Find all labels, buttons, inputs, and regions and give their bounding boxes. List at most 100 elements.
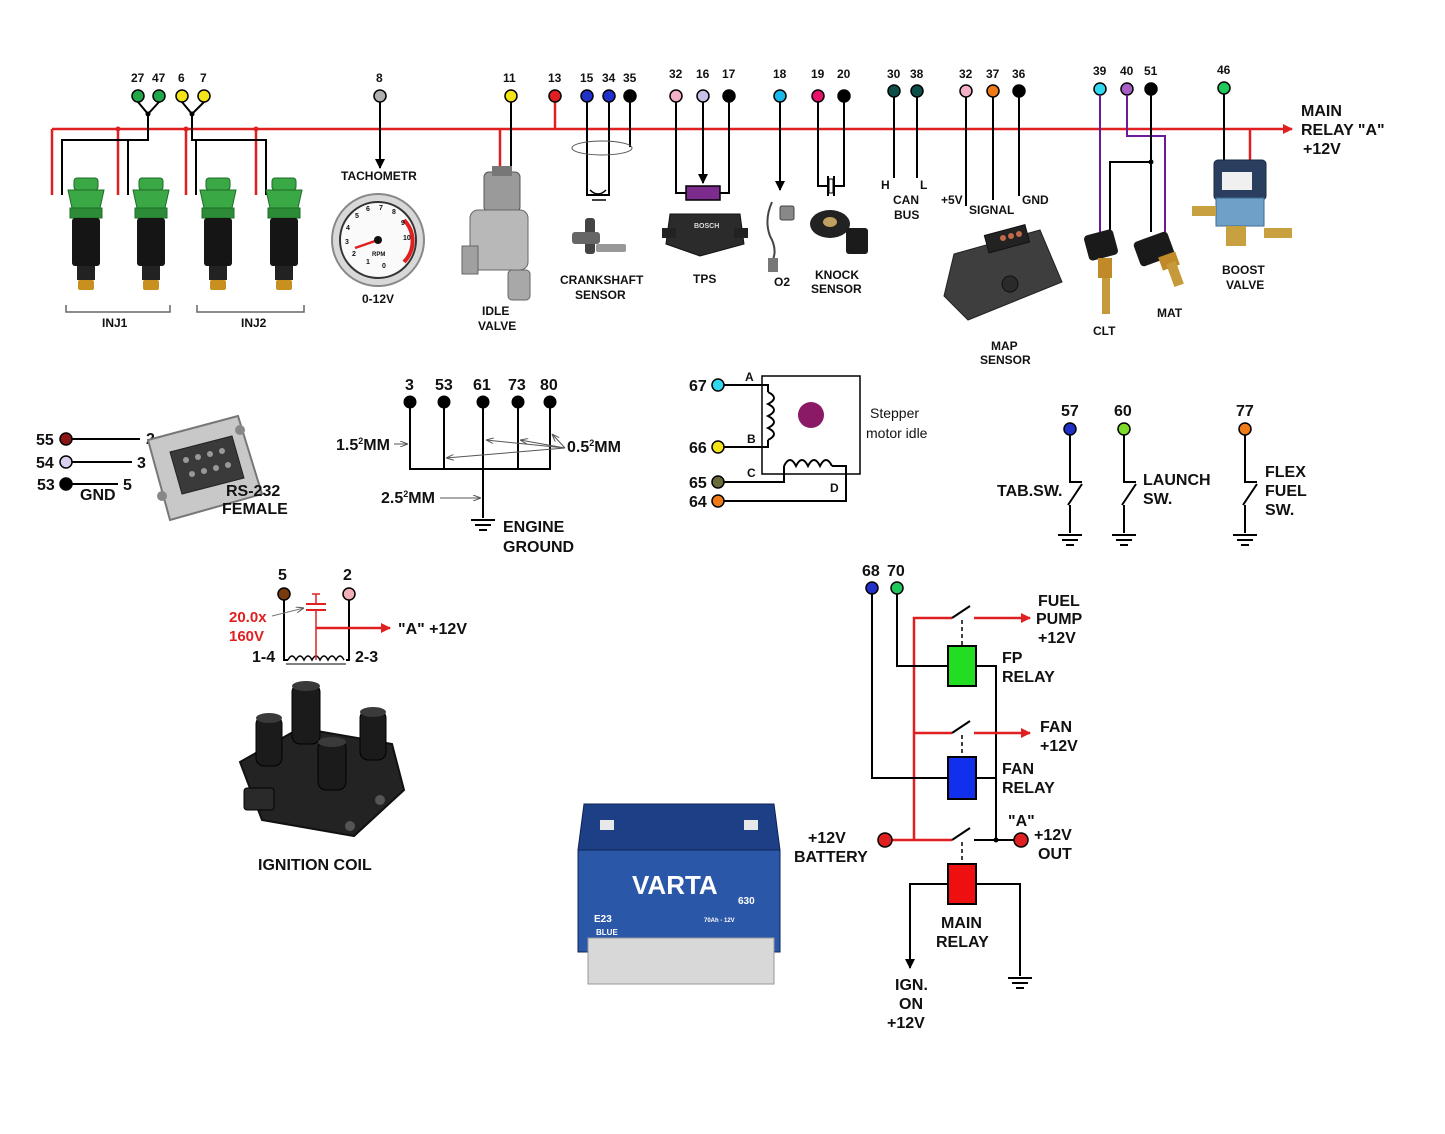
pin-13[interactable] <box>548 89 562 103</box>
pin-11[interactable] <box>504 89 518 103</box>
pin-5[interactable] <box>277 587 291 601</box>
pin-46[interactable] <box>1217 81 1231 95</box>
pin-54[interactable] <box>59 455 73 469</box>
pin-53-gnd[interactable] <box>437 395 451 409</box>
pin-label-54: 54 <box>36 455 54 472</box>
pin-2[interactable] <box>342 587 356 601</box>
battery-code: 630 <box>738 896 755 907</box>
pin-47[interactable] <box>152 89 166 103</box>
pin-57[interactable] <box>1063 422 1077 436</box>
tachometer: 8 TACHOMETR RPM 0 1 2 3 4 5 6 7 8 9 10 0… <box>331 71 425 306</box>
pin-30[interactable] <box>887 84 901 98</box>
pin-7[interactable] <box>197 89 211 103</box>
tacho-range: 0-12V <box>362 292 394 306</box>
tab-switch-label: TAB.SW. <box>997 483 1062 500</box>
pin-6[interactable] <box>175 89 189 103</box>
pin-77[interactable] <box>1238 422 1252 436</box>
pin-3[interactable] <box>403 395 417 409</box>
pin-68[interactable] <box>865 581 879 595</box>
pin-15[interactable] <box>580 89 594 103</box>
battery-label-1: +12V <box>808 830 846 847</box>
pin-16[interactable] <box>696 89 710 103</box>
injector-group: 27 47 6 7 INJ1 INJ2 <box>61 71 305 330</box>
pin-label-5: 5 <box>278 567 287 584</box>
pin-label-68: 68 <box>862 563 880 580</box>
pin-64[interactable] <box>711 494 725 508</box>
pin-35[interactable] <box>623 89 637 103</box>
pin-label-20: 20 <box>837 67 851 81</box>
input-switches: 57 60 77 TAB.SW. LAUNCH SW. FLEX FUEL SW… <box>997 403 1307 546</box>
gauge-tick-2: 2 <box>352 251 356 258</box>
pin-38[interactable] <box>910 84 924 98</box>
pin-label-70: 70 <box>887 563 905 580</box>
pin-label-38: 38 <box>910 67 924 81</box>
o2-sensor: 18 O2 <box>766 67 795 289</box>
pin-70[interactable] <box>890 581 904 595</box>
pin-80[interactable] <box>543 395 557 409</box>
gauge-tick-4: 4 <box>346 225 350 232</box>
map-label-2: SENSOR <box>980 353 1031 367</box>
gauge-tick-0: 0 <box>382 263 386 270</box>
pin-label-34: 34 <box>602 71 616 85</box>
coil-a-label: "A" +12V <box>398 621 467 638</box>
pin-51[interactable] <box>1144 82 1158 96</box>
pin-61[interactable] <box>476 395 490 409</box>
pin-27[interactable] <box>131 89 145 103</box>
pin-65[interactable] <box>711 475 725 489</box>
tps-sensor: 32 16 17 BOSCH TPS <box>662 67 748 286</box>
flex-label-3: SW. <box>1265 502 1294 519</box>
crank-label-2: SENSOR <box>575 288 626 302</box>
pin-8[interactable] <box>373 89 387 103</box>
pin-label-47: 47 <box>152 71 166 85</box>
pin-label-16: 16 <box>696 67 710 81</box>
pin-label-7: 7 <box>200 71 207 85</box>
fan-label-1: FAN <box>1040 719 1072 736</box>
pin-67[interactable] <box>711 378 725 392</box>
pin-19[interactable] <box>811 89 825 103</box>
gauge-tick-3: 3 <box>345 239 349 246</box>
boost-valve: 46 BOOST VALVE <box>1192 63 1292 292</box>
pin-label-77: 77 <box>1236 403 1254 420</box>
pin-label-66: 66 <box>689 440 707 457</box>
pin-label-3: 3 <box>405 377 414 394</box>
pin-17[interactable] <box>722 89 736 103</box>
out-a-terminal[interactable] <box>1013 832 1029 848</box>
fan-label-2: +12V <box>1040 738 1078 755</box>
can-l-label: L <box>920 178 927 192</box>
crank-label-1: CRANKSHAFT <box>560 273 644 287</box>
main-relay-coil-label-1: MAIN <box>941 915 982 932</box>
pin-39[interactable] <box>1093 82 1107 96</box>
pin-60[interactable] <box>1117 422 1131 436</box>
pin-32-map[interactable] <box>959 84 973 98</box>
engine-ground: 3 53 61 73 80 1.52MM 0.52MM 2.52MM ENGIN… <box>336 377 621 556</box>
pin-73[interactable] <box>511 395 525 409</box>
pin-36[interactable] <box>1012 84 1026 98</box>
pin-label-65: 65 <box>689 475 707 492</box>
pin-32-tps[interactable] <box>669 89 683 103</box>
clt-label: CLT <box>1093 324 1116 338</box>
gnd-25-label: 2.52MM <box>381 489 435 507</box>
map-signal-label: SIGNAL <box>969 203 1014 217</box>
stepper-label-1: Stepper <box>870 405 919 421</box>
gauge-tick-7: 7 <box>379 205 383 212</box>
pin-37[interactable] <box>986 84 1000 98</box>
mat-label: MAT <box>1157 306 1183 320</box>
rs232-label-1: RS-232 <box>226 483 280 500</box>
battery-terminal[interactable] <box>877 832 893 848</box>
pin-66[interactable] <box>711 440 725 454</box>
pin-40[interactable] <box>1120 82 1134 96</box>
idle-label-2: VALVE <box>478 319 516 333</box>
pin-18[interactable] <box>773 89 787 103</box>
map-label-1: MAP <box>991 339 1018 353</box>
map-5v-label: +5V <box>941 193 963 207</box>
pin-label-51: 51 <box>1144 64 1158 78</box>
main-relay-label-1: MAIN <box>1301 103 1342 120</box>
pin-34[interactable] <box>602 89 616 103</box>
pin-20[interactable] <box>837 89 851 103</box>
idle-valve: 11 IDLE VALVE <box>461 71 531 333</box>
pin-53-rs[interactable] <box>59 477 73 491</box>
fp-relay-label-2: RELAY <box>1002 669 1055 686</box>
pin-55[interactable] <box>59 432 73 446</box>
stepper-b: B <box>747 432 756 446</box>
main-relay-label-2: RELAY "A" <box>1301 122 1385 139</box>
